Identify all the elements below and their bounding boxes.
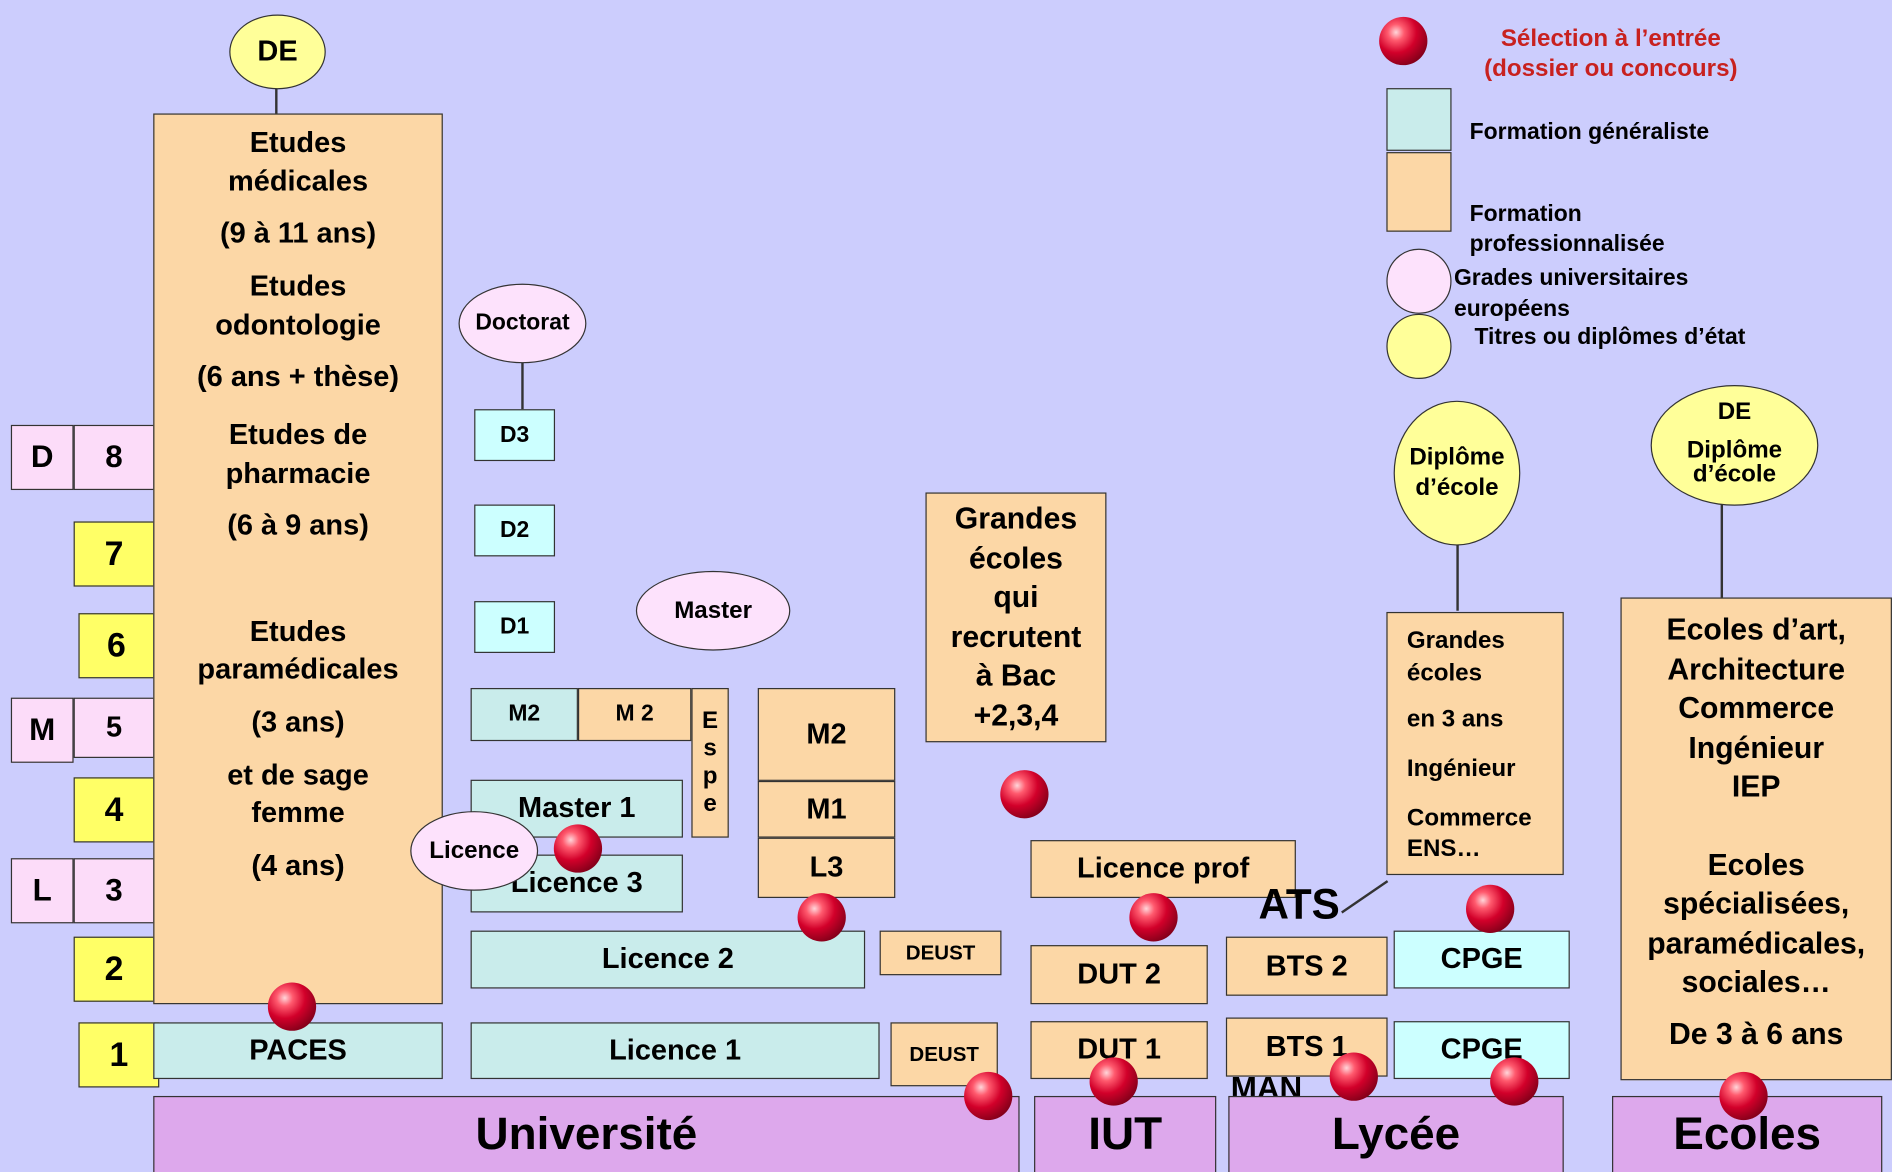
etudes-sante-box: Etudes médicales (9 à 11 ans) Etudes odo… [153,113,443,1005]
selection-ball [1490,1057,1539,1106]
selection-ball [1129,893,1178,942]
legend-professionnalisee-text: Formation professionnalisée [1469,201,1665,258]
level-3: 3 [73,858,155,924]
espe-box: Espe [691,687,729,838]
ecoles-de-oval: DE Diplôme d’école [1650,385,1819,506]
level-m: M [10,697,74,763]
m2-b-box: M2 [757,687,896,781]
selection-ball [267,982,317,1031]
odonto-duree: (6 ans + thèse) [197,361,400,394]
paramed-text: Etudes paramédicales [197,615,399,687]
legend-titres-swatch [1386,313,1452,379]
connector-line [1456,538,1459,611]
connector-line [521,359,524,411]
level-4: 4 [73,777,155,843]
ecoles-text2: Ecoles spécialisées, paramédicales, soci… [1647,847,1866,1000]
medicales-duree: (9 à 11 ans) [219,217,377,251]
grandes-ecoles-3ans-box: Grandes écoles en 3 ans Ingénieur Commer… [1386,611,1564,876]
level-1: 1 [78,1022,160,1088]
level-l: L [10,858,74,924]
level-6: 6 [78,613,155,679]
cpge-bottom-box: CPGE [1393,1021,1570,1080]
master-oval: Master [635,570,791,651]
legend-grades-text: Grades universitaires européens [1453,265,1689,322]
pharma-text: Etudes de pharmacie [225,418,371,490]
doctorat-oval: Doctorat [458,283,587,364]
dut2-box: DUT 2 [1030,945,1208,1005]
selection-ball [1000,770,1049,819]
ecoles-box: Ecoles d’art, Architecture Commerce Ingé… [1620,597,1892,1081]
ecoles-text1: Ecoles d’art, Architecture Commerce Ingé… [1666,613,1846,804]
connector-line [275,84,278,116]
cpge-top-box: CPGE [1393,930,1570,989]
deust-top-box: DEUST [879,930,1002,976]
paramed-duree: (3 ans) [251,706,345,739]
ge3-line: Commerce ENS… [1406,805,1532,862]
level-2: 2 [73,936,155,1002]
legend-titres-text: Titres ou diplômes d’état [1474,324,1746,351]
selection-ball [553,824,603,873]
m1-b-box: M1 [757,780,896,838]
legend-grades-swatch [1386,248,1452,314]
legend-professionnalisee-swatch [1386,152,1452,232]
ats-connector [1341,880,1389,914]
selection-ball [1329,1052,1378,1101]
legend-generaliste-swatch [1386,88,1452,151]
legend-selection-text: Sélection à l’entrée (dossier ou concour… [1484,25,1738,83]
selection-ball-legend [1379,16,1428,66]
ecoles-text3: De 3 à 6 ans [1669,1016,1844,1051]
d2-box: D2 [474,504,556,557]
level-5: 5 [73,697,155,758]
d1-box: D1 [474,601,556,653]
m2-box: M2 [470,687,578,742]
sage-femme-duree: (4 ans) [251,849,345,883]
sante-de-oval: DE [229,14,326,90]
level-8: 8 [73,424,155,491]
odonto-text: Etudes odontologie [215,270,381,342]
legend-generaliste-text: Formation généraliste [1469,119,1710,145]
base-iut: IUT [1034,1095,1217,1172]
sage-femme-text: et de sage femme [227,758,369,830]
licence-prof-box: Licence prof [1030,840,1296,899]
base-universite: Université [153,1095,1020,1172]
base-lycee: Lycée [1228,1095,1564,1172]
ecoles-diplome-text: Diplôme d’école [1686,436,1783,488]
selection-ball [1466,884,1515,934]
l3-b-box: L3 [757,837,896,899]
paces-box: PACES [153,1022,443,1080]
ecoles-de-text: DE [1717,397,1752,425]
selection-ball [964,1071,1013,1121]
level-d: D [10,424,74,491]
grandes-ecoles-box: Grandes écoles qui recrutent à Bac +2,3,… [925,492,1107,743]
ge3-line: Ingénieur [1406,755,1516,783]
selection-ball [797,893,846,942]
medicales-text: Etudes médicales [227,126,369,198]
m2-espe-box: M 2 [577,687,692,742]
licence-oval: Licence [410,811,539,891]
level-7: 7 [73,521,155,587]
ge3-line: Grandes écoles [1406,627,1505,687]
ge3-line: en 3 ans [1406,706,1504,733]
selection-ball [1089,1057,1138,1106]
bts2-box: BTS 2 [1225,936,1388,996]
lycee-diplome-ecole-oval: Diplôme d’école [1393,400,1521,546]
licence2-box: Licence 2 [470,930,866,989]
licence1-box: Licence 1 [470,1022,880,1080]
ats-label: ATS [1258,881,1340,929]
d3-box: D3 [474,409,556,462]
pharma-duree: (6 à 9 ans) [227,509,369,543]
connector-line [1720,504,1724,599]
selection-ball [1719,1071,1768,1121]
